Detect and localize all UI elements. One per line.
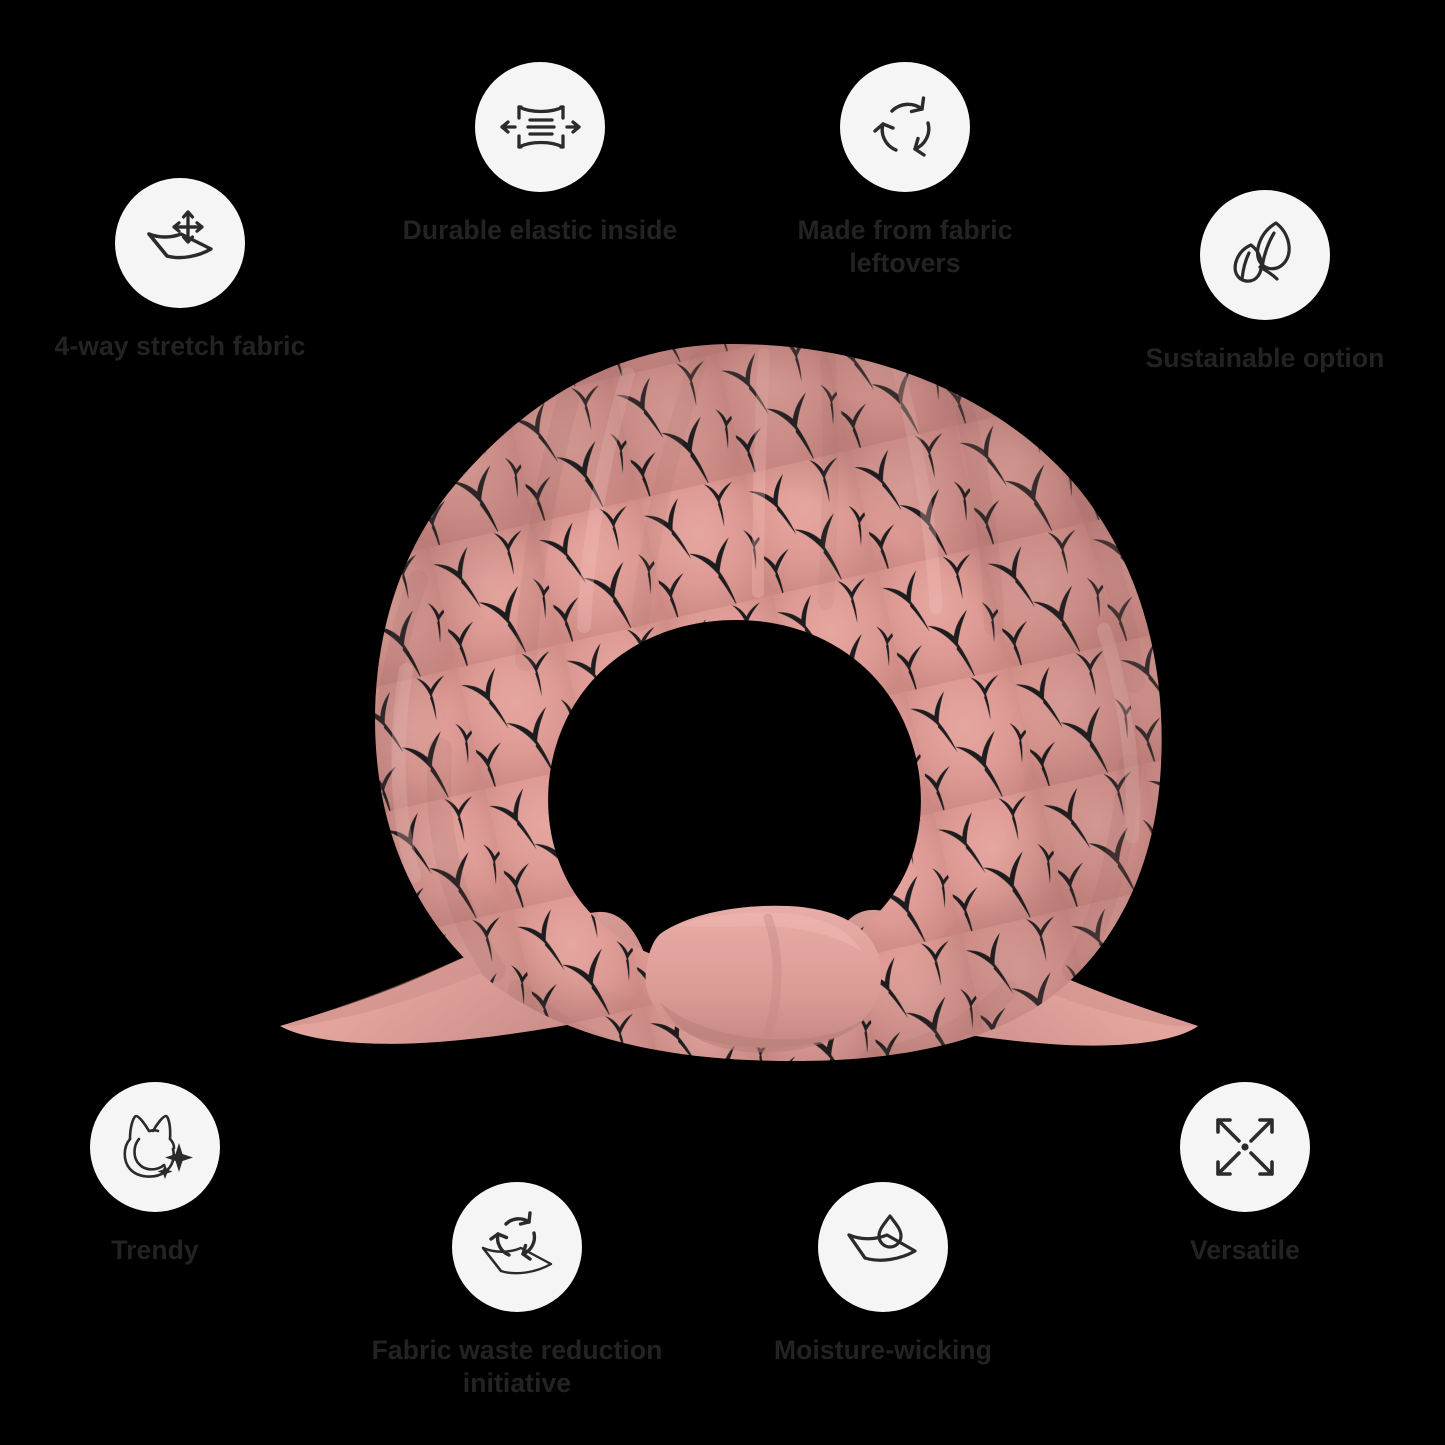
feature-durable-elastic: Durable elastic inside xyxy=(375,62,705,247)
feature-versatile: Versatile xyxy=(1080,1082,1410,1267)
fabric-water-drop-icon xyxy=(818,1182,948,1312)
feature-four-way-stretch: 4-way stretch fabric xyxy=(15,178,345,363)
recycle-arrows-icon xyxy=(840,62,970,192)
fabric-recycle-icon xyxy=(452,1182,582,1312)
feature-label: Moisture-wicking xyxy=(773,1335,993,1365)
feature-sustainable-option: Sustainable option xyxy=(1100,190,1430,375)
feature-fabric-waste-reduction: Fabric waste reduction initiative xyxy=(317,1182,717,1400)
feature-label: 4-way stretch fabric xyxy=(54,331,306,361)
feature-fabric-leftovers: Made from fabric leftovers xyxy=(740,62,1070,280)
four-diagonal-arrows-icon xyxy=(1180,1082,1310,1212)
product-image-scrunchie xyxy=(268,330,1198,1170)
scrunchie-ring xyxy=(268,330,1198,1170)
two-leaves-icon xyxy=(1200,190,1330,320)
feature-label: Durable elastic inside xyxy=(402,215,678,245)
feature-label: Versatile xyxy=(1190,1235,1300,1265)
fabric-four-arrows-icon xyxy=(115,178,245,308)
stretched-elastic-band-icon xyxy=(475,62,605,192)
feature-label: Sustainable option xyxy=(1145,343,1385,373)
bow-knot xyxy=(645,905,882,1053)
feature-label: Trendy xyxy=(111,1235,199,1265)
feature-trendy: Trendy xyxy=(0,1082,320,1267)
feature-label: Made from fabric leftovers xyxy=(797,215,1013,278)
cat-ear-scrunchie-sparkle-icon xyxy=(90,1082,220,1212)
feature-moisture-wicking: Moisture-wicking xyxy=(718,1182,1048,1367)
feature-label: Fabric waste reduction initiative xyxy=(371,1335,663,1398)
